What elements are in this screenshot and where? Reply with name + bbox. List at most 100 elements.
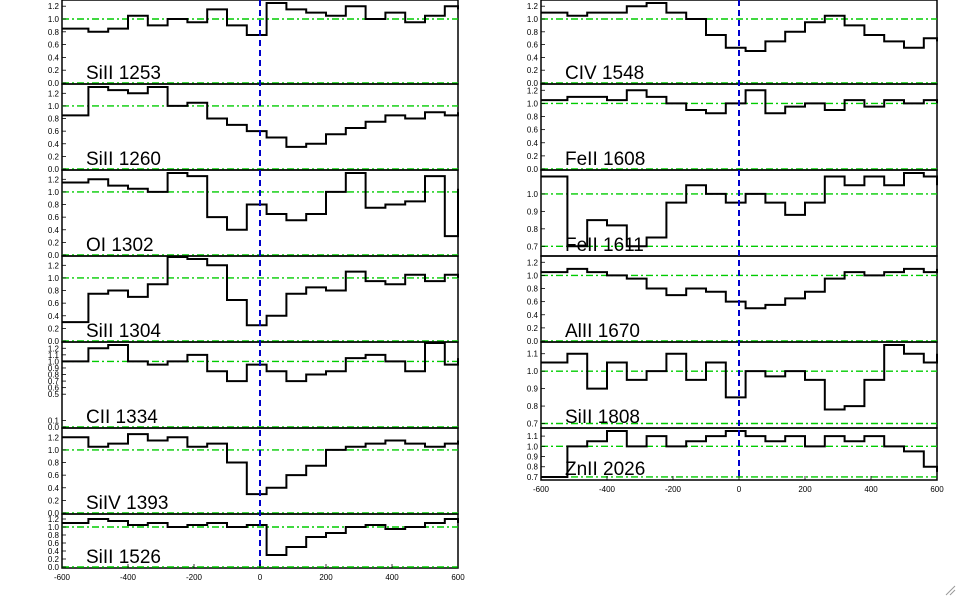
y-tick-label: 0.0 — [48, 165, 60, 174]
spectrum-line — [62, 256, 459, 327]
y-tick-label: 1.2 — [48, 175, 60, 184]
y-tick-label: 0.0 — [48, 563, 60, 572]
y-tick-label: 1.1 — [527, 350, 539, 359]
spectrum-line — [541, 2, 938, 52]
y-tick-label: 0.6 — [48, 384, 60, 393]
y-tick-label: 0.6 — [48, 41, 60, 50]
x-tick-label: 0 — [258, 573, 263, 582]
y-tick-label: 0.4 — [527, 139, 539, 148]
ion-label: CIV 1548 — [565, 63, 644, 84]
y-tick-label: 0.8 — [48, 115, 60, 124]
y-tick-label: 0.8 — [48, 28, 60, 37]
spectrum-line — [541, 430, 938, 478]
spectrum-line — [62, 518, 459, 556]
x-tick-label: 400 — [385, 573, 399, 582]
y-tick-label: 0.4 — [48, 226, 60, 235]
y-tick-label: 0.0 — [48, 79, 60, 88]
ion-label: FeII 1611 — [565, 235, 644, 256]
x-tick-label: 600 — [451, 573, 465, 582]
y-tick-label: 1.0 — [527, 15, 539, 24]
y-tick-label: 1.0 — [527, 190, 539, 199]
y-tick-label: 0.7 — [48, 377, 60, 386]
y-tick-label: 0.2 — [48, 238, 60, 247]
y-tick-label: 0.0 — [527, 337, 539, 346]
spectrum-line — [541, 344, 938, 411]
y-tick-label: 1.0 — [48, 15, 60, 24]
y-tick-label: 0.0 — [48, 509, 60, 518]
ion-label: CII 1334 — [86, 407, 158, 428]
y-tick-label: 0.6 — [48, 471, 60, 480]
spectrum-line — [62, 2, 459, 36]
y-tick-label: 1.0 — [527, 99, 539, 108]
ion-label: ZnII 2026 — [565, 459, 645, 480]
y-tick-label: 1.2 — [48, 515, 60, 524]
resize-grip-icon[interactable] — [944, 584, 956, 596]
y-tick-label: 0.0 — [48, 423, 60, 432]
x-tick-label: -600 — [533, 485, 550, 494]
x-tick-label: 200 — [319, 573, 333, 582]
spectrum-line — [541, 267, 938, 310]
y-tick-label: 1.2 — [527, 2, 539, 11]
ion-label: SiII 1808 — [565, 407, 640, 428]
y-tick-label: 0.2 — [527, 324, 539, 333]
y-tick-label: 0.4 — [48, 53, 60, 62]
y-tick-label: 0.9 — [48, 364, 60, 373]
y-tick-label: 0.2 — [48, 152, 60, 161]
y-tick-label: 1.0 — [527, 367, 539, 376]
spectrum-line — [541, 89, 938, 115]
y-tick-label: 1.2 — [48, 433, 60, 442]
y-tick-label: 1.0 — [527, 271, 539, 280]
y-tick-label: 0.6 — [48, 539, 60, 548]
y-tick-label: 1.2 — [527, 86, 539, 95]
y-tick-label: 0.0 — [48, 251, 60, 260]
y-tick-label: 0.8 — [527, 285, 539, 294]
y-tick-label: 1.0 — [48, 446, 60, 455]
y-tick-label: 0.6 — [48, 127, 60, 136]
y-tick-label: 0.8 — [48, 531, 60, 540]
y-tick-label: 1.1 — [527, 432, 539, 441]
y-tick-label: 0.6 — [527, 298, 539, 307]
y-tick-label: 0.6 — [48, 213, 60, 222]
y-tick-label: 0.8 — [48, 201, 60, 210]
y-tick-label: 0.7 — [527, 242, 539, 251]
y-tick-label: 0.4 — [48, 547, 60, 556]
y-tick-label: 0.6 — [48, 299, 60, 308]
spectrum-line — [62, 433, 459, 496]
y-tick-label: 0.2 — [48, 66, 60, 75]
x-tick-label: 0 — [737, 485, 742, 494]
y-tick-label: 0.1 — [48, 416, 60, 425]
ion-label: SiIV 1393 — [86, 493, 168, 514]
x-tick-label: 400 — [864, 485, 878, 494]
y-tick-label: 0.4 — [48, 140, 60, 149]
y-tick-label: 1.1 — [48, 351, 60, 360]
panel-oi-1302: 0.00.20.40.60.81.01.2OI 1302 — [48, 169, 459, 260]
y-tick-label: 0.8 — [527, 225, 539, 234]
spectrum-line — [62, 342, 459, 383]
y-tick-label: 0.9 — [527, 453, 539, 462]
ion-label: SiII 1304 — [86, 321, 161, 342]
x-tick-label: 600 — [930, 485, 944, 494]
y-tick-label: 1.0 — [48, 274, 60, 283]
y-tick-label: 1.0 — [48, 523, 60, 532]
x-tick-label: -400 — [120, 573, 137, 582]
ion-label: SiII 1526 — [86, 547, 161, 568]
ion-label: SiII 1253 — [86, 63, 161, 84]
y-tick-label: 0.2 — [48, 324, 60, 333]
y-tick-label: 0.2 — [527, 66, 539, 75]
y-tick-label: 1.0 — [48, 102, 60, 111]
y-tick-label: 0.9 — [527, 207, 539, 216]
y-tick-label: 1.0 — [48, 357, 60, 366]
y-tick-label: 1.2 — [48, 261, 60, 270]
spectrum-line — [62, 172, 459, 238]
